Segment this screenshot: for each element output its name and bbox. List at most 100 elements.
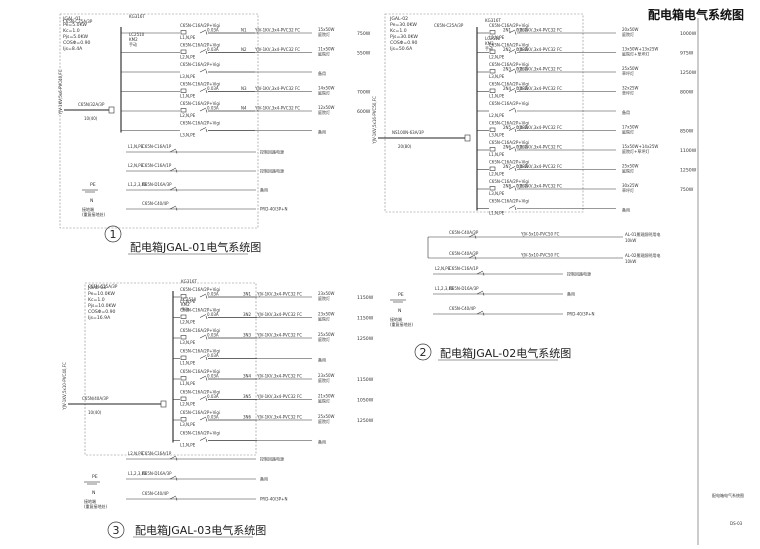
branch-breaker-label: C65N-C16A/2P+Vigi <box>180 369 220 374</box>
ground-note: (重复接地处) <box>390 321 414 327</box>
rcd-symbol <box>489 166 496 171</box>
branch-circuit-id: 2N6 <box>503 145 512 150</box>
aux-breaker: C65N-C40/4P <box>449 306 476 311</box>
branch-sensitivity: 0.03A <box>207 333 219 338</box>
breaker-blade <box>199 334 207 339</box>
branch-cable: YJV-1KV,3x4-PVC32 FC <box>256 415 302 420</box>
breaker-mark <box>175 188 178 192</box>
branch-sensitivity: 0.03A <box>516 184 528 189</box>
rcd-symbol <box>489 69 496 74</box>
branch-sensitivity: 0.03A <box>207 312 219 317</box>
breaker-blade <box>199 355 207 359</box>
breaker-mark <box>205 70 208 74</box>
contactor-label: 手动 <box>181 306 189 312</box>
breaker-blade <box>169 205 177 210</box>
rcd-symbol <box>489 127 496 132</box>
branch-sensitivity: 0.03A <box>207 28 219 33</box>
subpanel-breaker: C65N-C40A/3P <box>449 230 479 235</box>
aux-load: 备用 <box>567 291 575 297</box>
branch-sensitivity: 0.03A <box>207 415 219 420</box>
branch-circuit-id: 2N4 <box>503 86 512 91</box>
branch-load-type: 庭院灯 <box>622 129 634 135</box>
panel-info-line: COSΦ=0.90 <box>88 309 116 315</box>
contactor-label: KG316T <box>181 279 197 284</box>
breaker-blade <box>199 127 207 131</box>
rcd-symbol <box>489 147 496 152</box>
breaker-mark <box>514 187 517 191</box>
branch-circuit-id: 2N8 <box>503 184 512 189</box>
contactor-label: KG316T <box>485 18 501 23</box>
branch-phase: L1,N,PE <box>180 35 196 40</box>
branch-load: 备用 <box>318 357 326 363</box>
breaker-blade <box>508 146 516 151</box>
caption-text: 配电箱JGAL-01电气系统图 <box>130 240 261 254</box>
breaker-blade <box>199 29 207 34</box>
panel-info-line: Kc=1.0 <box>390 28 407 34</box>
breaker-blade <box>468 254 476 259</box>
feeder-cable-label: YJV-1KV,5x6-PVC40,FC <box>58 69 63 115</box>
subpanel-load: AL-02景观照明用电 <box>625 252 660 258</box>
breaker-blade <box>169 455 177 460</box>
kwh-meter-symbol <box>464 134 471 142</box>
aux-breaker: C65N-C40/4P <box>142 491 169 496</box>
breaker-mark <box>175 150 178 154</box>
contactor-label: 手动 <box>485 45 493 51</box>
branch-cable: YJV-1KV,3x4-PVC32 FC <box>254 106 300 111</box>
rcd-symbol <box>489 49 496 54</box>
branch-power: 1250W <box>680 168 697 174</box>
branch-cable: YJV-1KV,3x4-PVC32 FC <box>516 125 562 130</box>
branch-load-type: 庭院灯 <box>318 31 330 37</box>
branch-breaker-label: C65N-C16A/2P+Vigi <box>180 410 220 415</box>
breaker-mark <box>205 418 208 422</box>
aux-load: PRD-40/3P+N <box>260 497 287 502</box>
panel-info-line: JGAL-01 <box>62 16 81 22</box>
branch-phase: L1,N,PE <box>180 299 196 304</box>
branch-sensitivity: 0.03A <box>516 164 528 169</box>
rcd-symbol <box>180 108 187 113</box>
aux-phase: L1,2,3,PE <box>128 471 147 476</box>
incomer-meter-label: 10(40) <box>84 116 98 121</box>
ground-note: 接地端 <box>82 206 94 212</box>
sheet-number: DS-03 <box>730 521 743 526</box>
branch-cable: YJV-1KV,3x4-PVC32 FC <box>516 145 562 150</box>
branch-sensitivity: 0.03A <box>207 394 219 399</box>
breaker-blade <box>508 127 516 131</box>
aux-breaker: C65N-D16A/3P <box>449 286 479 291</box>
n-label: N <box>92 490 95 496</box>
branch-load-type: 庭院灯+草坪灯 <box>622 148 649 154</box>
breaker-blade <box>508 185 516 190</box>
branch-sensitivity: 0.03A <box>516 125 528 130</box>
breaker-mark <box>474 256 477 260</box>
branch-phase: L2,N,PE <box>180 320 196 325</box>
panel-enclosure <box>59 13 259 229</box>
branch-power: 800W <box>680 90 694 96</box>
pe-label: PE <box>398 292 404 298</box>
breaker-blade <box>169 475 177 480</box>
branch-load: 21x50W <box>318 394 335 399</box>
branch-load: 11x50W <box>318 47 335 52</box>
branch-load: 17x50W <box>622 125 639 130</box>
breaker-blade <box>199 68 207 73</box>
panel-diagrams: JGAL-01Pe=5.0KWKc=1.0Pjs=5.0KWCOSΦ=0.90I… <box>58 13 697 539</box>
contactor-label: LC2510 <box>181 297 197 302</box>
branch-load-type: 庭院灯 <box>318 398 330 404</box>
caption-number-circle <box>414 343 432 361</box>
caption-number-circle <box>104 225 122 243</box>
aux-load: 控制回路电源 <box>260 456 284 462</box>
breaker-mark <box>205 295 208 299</box>
breaker-mark <box>514 148 517 152</box>
breaker-mark <box>514 50 517 55</box>
aux-phase: L2,N,PE <box>128 163 144 168</box>
